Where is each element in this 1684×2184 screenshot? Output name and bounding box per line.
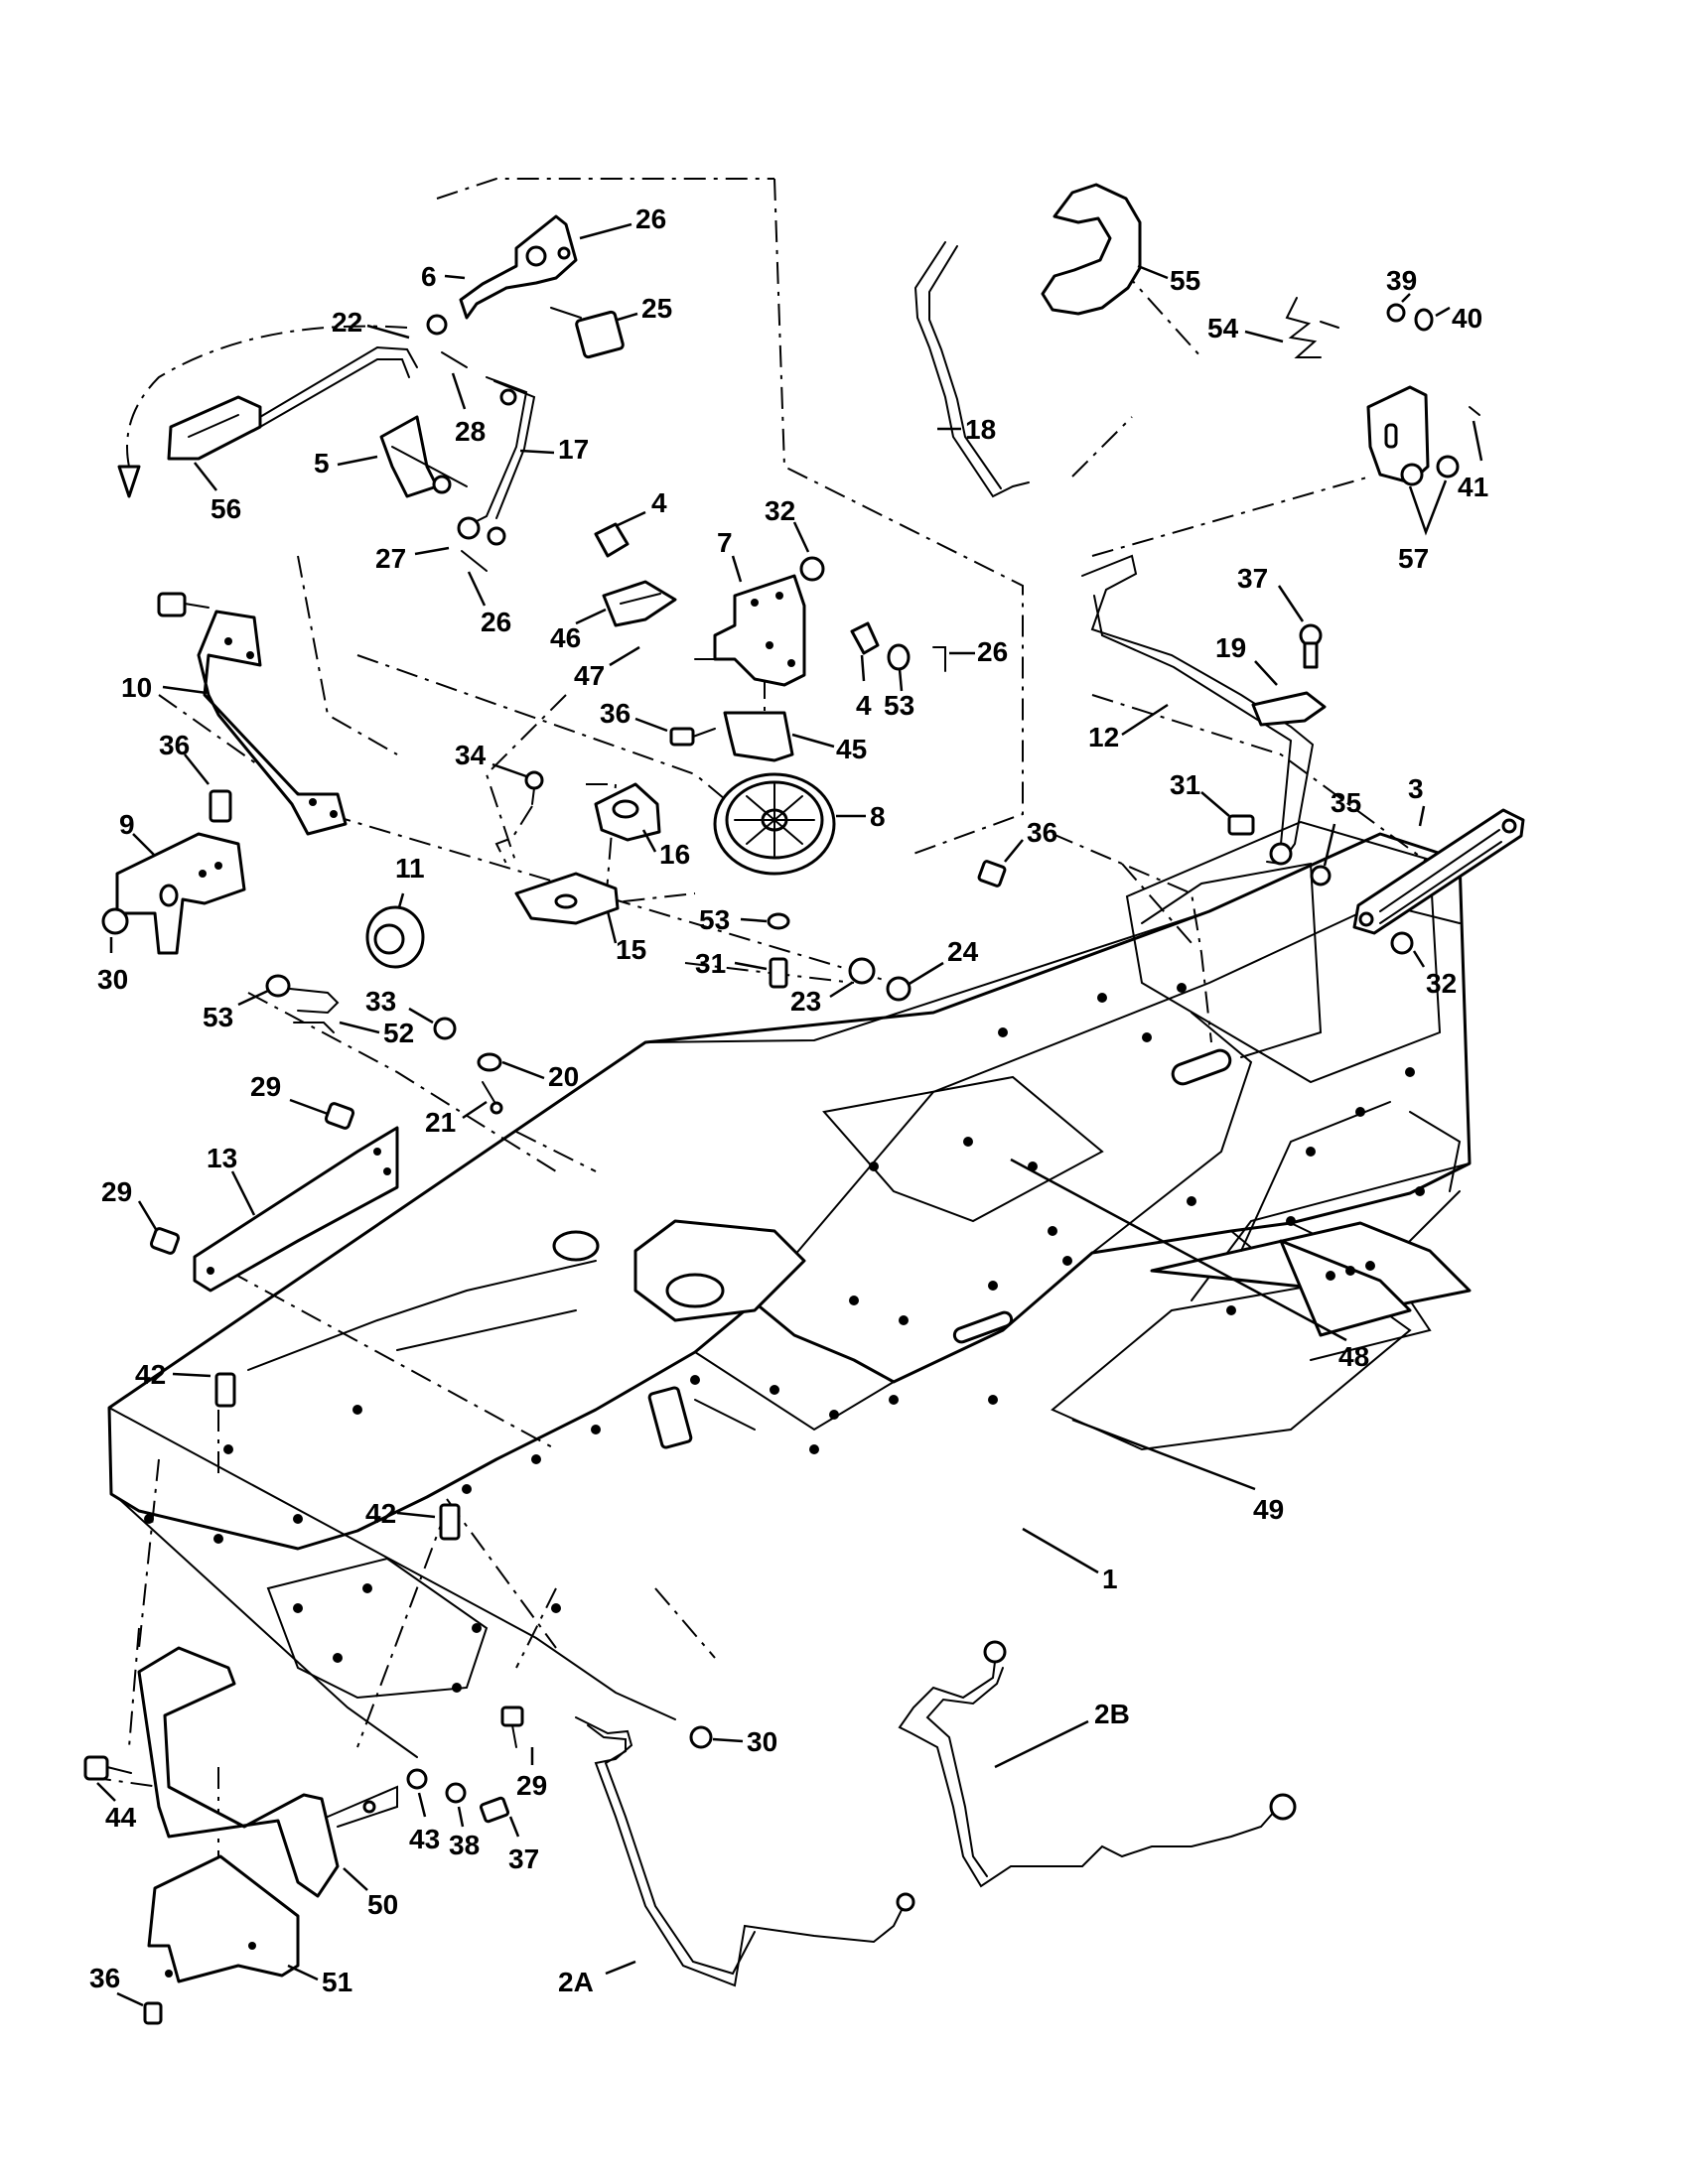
callout-label: 51 <box>322 1967 352 1997</box>
callout-label: 1 <box>1102 1564 1118 1594</box>
callout-label: 36 <box>159 730 190 760</box>
callout-label: 12 <box>1088 722 1119 752</box>
callout-label: 31 <box>1170 769 1200 800</box>
callout-label: 44 <box>105 1802 137 1833</box>
callout-label: 23 <box>790 986 821 1017</box>
callout-label: 22 <box>332 307 362 338</box>
callout-label: 49 <box>1253 1494 1284 1525</box>
callout-label: 37 <box>1237 563 1268 594</box>
lower-parts <box>83 1372 1297 2025</box>
callout-label: 11 <box>395 853 425 884</box>
callout-label: 57 <box>1398 543 1429 574</box>
callout-label: 37 <box>508 1843 539 1874</box>
callout-label: 55 <box>1170 265 1200 296</box>
callout-label: 20 <box>548 1061 579 1092</box>
callout-label: 36 <box>1027 817 1057 848</box>
callout-label: 52 <box>383 1018 414 1048</box>
callout-label: 24 <box>947 936 979 967</box>
callout-label: 13 <box>207 1143 237 1173</box>
right-side-parts <box>913 183 1525 955</box>
callout-label: 29 <box>250 1071 281 1102</box>
callout-label: 48 <box>1338 1341 1369 1372</box>
alignment-lines <box>88 178 1431 1866</box>
callout-label: 4 <box>856 690 872 721</box>
callout-label: 53 <box>203 1002 233 1032</box>
callout-label: 17 <box>558 434 589 465</box>
callout-label: 46 <box>550 622 581 653</box>
callout-label: 47 <box>574 660 605 691</box>
left-brackets <box>101 592 399 1293</box>
callout-label: 19 <box>1215 632 1246 663</box>
callout-label: 28 <box>455 416 486 447</box>
callout-label: 36 <box>600 698 631 729</box>
callout-label: 38 <box>449 1830 480 1860</box>
callout-label: 10 <box>121 672 152 703</box>
callout-label: 21 <box>425 1107 456 1138</box>
callout-label: 54 <box>1207 313 1239 343</box>
callout-label: 42 <box>135 1359 166 1390</box>
parking-brake-lever-assembly <box>117 214 630 572</box>
callout-label: 5 <box>314 448 330 478</box>
callout-label: 30 <box>747 1726 777 1757</box>
frame-holes <box>144 983 1425 1693</box>
callout-label: 39 <box>1386 265 1417 296</box>
main-frame <box>107 820 1472 1758</box>
callout-label: 4 <box>651 487 667 518</box>
callout-label: 36 <box>89 1963 120 1993</box>
callout-label: 30 <box>97 964 128 995</box>
callout-label: 7 <box>717 527 733 558</box>
callout-label: 31 <box>695 948 726 979</box>
idler-bracket-assembly <box>365 556 912 1115</box>
callout-label: 32 <box>1426 968 1457 999</box>
callout-label: 15 <box>616 934 646 965</box>
callout-label: 2B <box>1094 1699 1130 1729</box>
callout-label: 33 <box>365 986 396 1017</box>
callout-label: 16 <box>659 839 690 870</box>
callout-label: 35 <box>1331 787 1361 818</box>
callout-label: 25 <box>641 293 672 324</box>
callout-label: 26 <box>977 636 1008 667</box>
callout-label: 53 <box>699 904 730 935</box>
callout-label: 26 <box>635 204 666 234</box>
callout-label: 29 <box>516 1770 547 1801</box>
callout-label: 50 <box>367 1889 398 1920</box>
callout-label: 34 <box>455 740 487 770</box>
callout-label: 40 <box>1452 303 1482 334</box>
callout-label: 56 <box>210 493 241 524</box>
callout-label: 53 <box>884 690 914 721</box>
callout-label: 9 <box>119 809 135 840</box>
callout-label: 43 <box>409 1824 440 1854</box>
callout-label: 6 <box>421 261 437 292</box>
callout-label: 42 <box>365 1498 396 1529</box>
callout-label: 29 <box>101 1176 132 1207</box>
callout-label: 2A <box>558 1967 594 1997</box>
callouts: 1 2A 2B 3 4 4 5 6 7 8 9 10 11 <box>89 204 1488 2007</box>
callout-label: 18 <box>965 414 996 445</box>
callout-label: 8 <box>870 801 886 832</box>
callout-label: 32 <box>765 495 795 526</box>
callout-label: 27 <box>375 543 406 574</box>
callout-label: 26 <box>481 607 511 637</box>
callout-label: 41 <box>1458 472 1488 502</box>
callout-label: 45 <box>836 734 867 764</box>
callout-label: 3 <box>1408 773 1424 804</box>
